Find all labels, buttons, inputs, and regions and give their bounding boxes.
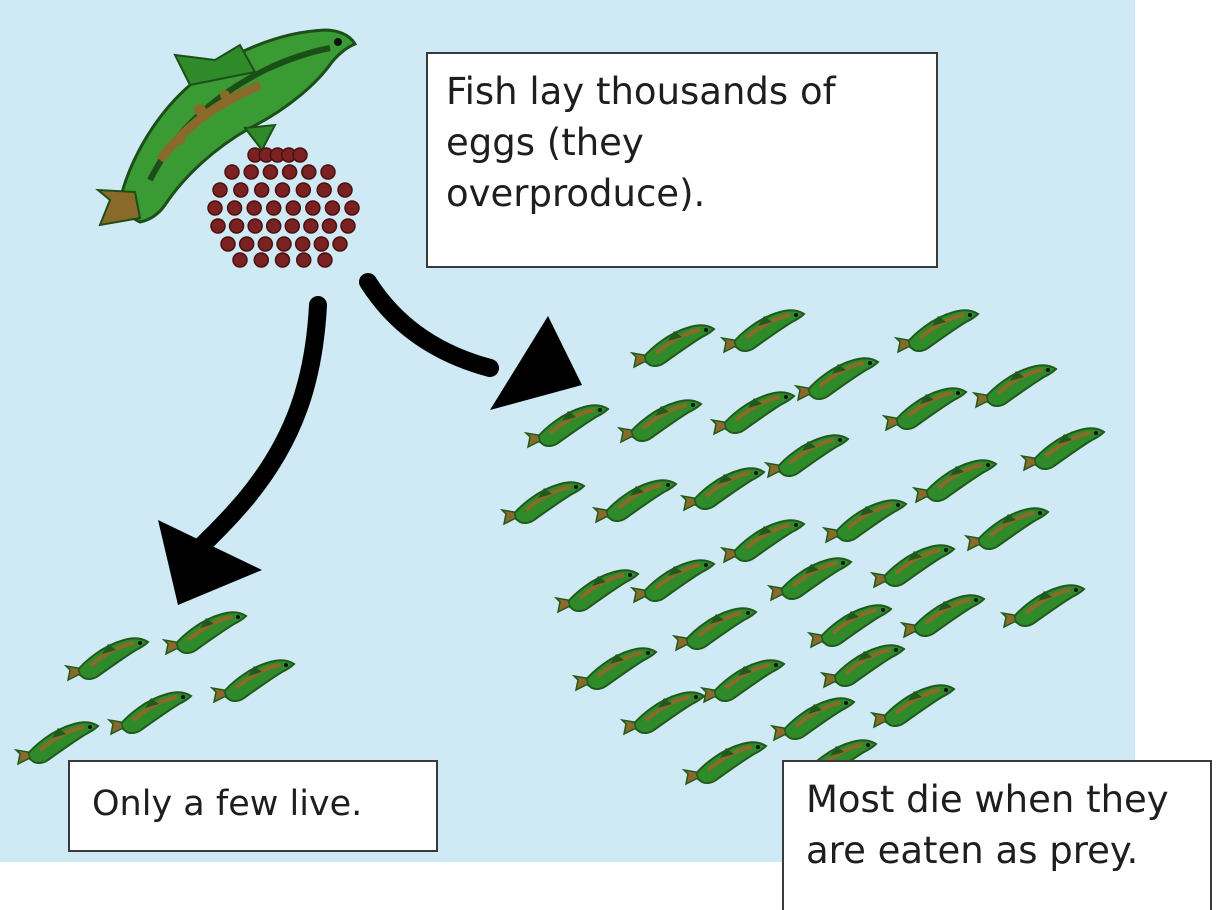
juvenile-fish-icon xyxy=(712,392,794,434)
juvenile-fish-icon xyxy=(796,358,878,400)
egg-icon xyxy=(233,253,247,267)
egg-icon xyxy=(304,219,318,233)
juvenile-fish-icon xyxy=(872,685,954,727)
juvenile-fish-icon xyxy=(722,520,804,562)
egg-icon xyxy=(240,237,254,251)
egg-icon xyxy=(325,201,339,215)
caption-line: Most die when they xyxy=(806,774,1188,825)
egg-icon xyxy=(345,201,359,215)
egg-icon xyxy=(234,183,248,197)
juvenile-fish-icon xyxy=(902,595,984,637)
egg-icon xyxy=(228,201,242,215)
egg-icon xyxy=(258,237,272,251)
juvenile-fish-icon xyxy=(872,545,954,587)
egg-icon xyxy=(321,165,335,179)
juvenile-fish-icon xyxy=(212,660,294,702)
egg-icon xyxy=(338,183,352,197)
caption-most-die: Most die when they are eaten as prey. xyxy=(782,760,1212,910)
egg-icon xyxy=(333,237,347,251)
egg-icon xyxy=(341,219,355,233)
egg-icon xyxy=(302,165,316,179)
juvenile-fish-icon xyxy=(896,310,978,352)
juvenile-fish-icon xyxy=(632,560,714,602)
caption-line: Fish lay thousands of xyxy=(446,66,918,117)
egg-icon xyxy=(306,201,320,215)
egg-icon xyxy=(285,219,299,233)
juvenile-fish-icon xyxy=(682,468,764,510)
juvenile-fish-icon xyxy=(824,500,906,542)
juvenile-fish-icon xyxy=(674,608,756,650)
egg-icon xyxy=(211,219,225,233)
caption-overproduce: Fish lay thousands of eggs (they overpro… xyxy=(426,52,938,268)
egg-icon xyxy=(213,183,227,197)
juvenile-fish-icon xyxy=(66,638,148,680)
juvenile-fish-icon xyxy=(1002,585,1084,627)
egg-icon xyxy=(263,165,277,179)
caption-line: eggs (they xyxy=(446,117,918,168)
juvenile-fish-icon xyxy=(622,692,704,734)
juvenile-fish-icon xyxy=(526,405,608,447)
egg-icon xyxy=(293,148,307,162)
egg-icon xyxy=(221,237,235,251)
egg-cluster-icon xyxy=(208,148,359,267)
surviving-fish-group xyxy=(16,612,294,764)
egg-icon xyxy=(322,219,336,233)
juvenile-fish-icon xyxy=(702,660,784,702)
egg-icon xyxy=(318,253,332,267)
dying-fish-group xyxy=(502,310,1104,784)
egg-icon xyxy=(314,237,328,251)
adult-fish-icon xyxy=(98,30,355,225)
juvenile-fish-icon xyxy=(766,435,848,477)
juvenile-fish-icon xyxy=(502,482,584,524)
egg-icon xyxy=(277,237,291,251)
egg-icon xyxy=(297,253,311,267)
egg-icon xyxy=(267,201,281,215)
egg-icon xyxy=(267,219,281,233)
caption-line: Only a few live. xyxy=(92,780,414,828)
egg-icon xyxy=(248,219,262,233)
juvenile-fish-icon xyxy=(632,325,714,367)
juvenile-fish-icon xyxy=(109,692,191,734)
juvenile-fish-icon xyxy=(769,558,851,600)
juvenile-fish-icon xyxy=(619,400,701,442)
juvenile-fish-icon xyxy=(914,460,996,502)
egg-icon xyxy=(244,165,258,179)
caption-line: overproduce). xyxy=(446,168,918,219)
juvenile-fish-icon xyxy=(556,570,638,612)
juvenile-fish-icon xyxy=(974,365,1056,407)
juvenile-fish-icon xyxy=(966,508,1048,550)
juvenile-fish-icon xyxy=(822,645,904,687)
juvenile-fish-icon xyxy=(574,648,656,690)
juvenile-fish-icon xyxy=(164,612,246,654)
juvenile-fish-icon xyxy=(809,605,891,647)
juvenile-fish-icon xyxy=(772,698,854,740)
egg-icon xyxy=(230,219,244,233)
curved-arrow-icon xyxy=(158,305,318,605)
juvenile-fish-icon xyxy=(594,480,676,522)
egg-icon xyxy=(225,165,239,179)
egg-icon xyxy=(254,253,268,267)
juvenile-fish-icon xyxy=(884,388,966,430)
juvenile-fish-icon xyxy=(684,742,766,784)
egg-icon xyxy=(296,237,310,251)
egg-icon xyxy=(286,201,300,215)
egg-icon xyxy=(255,183,269,197)
egg-icon xyxy=(283,165,297,179)
juvenile-fish-icon xyxy=(722,310,804,352)
egg-icon xyxy=(317,183,331,197)
egg-icon xyxy=(208,201,222,215)
juvenile-fish-icon xyxy=(16,722,98,764)
egg-icon xyxy=(296,183,310,197)
juvenile-fish-icon xyxy=(1022,428,1104,470)
egg-icon xyxy=(276,253,290,267)
curved-arrow-icon xyxy=(368,282,582,410)
egg-icon xyxy=(247,201,261,215)
caption-few-live: Only a few live. xyxy=(68,760,438,852)
caption-line: are eaten as prey. xyxy=(806,825,1188,876)
egg-icon xyxy=(276,183,290,197)
